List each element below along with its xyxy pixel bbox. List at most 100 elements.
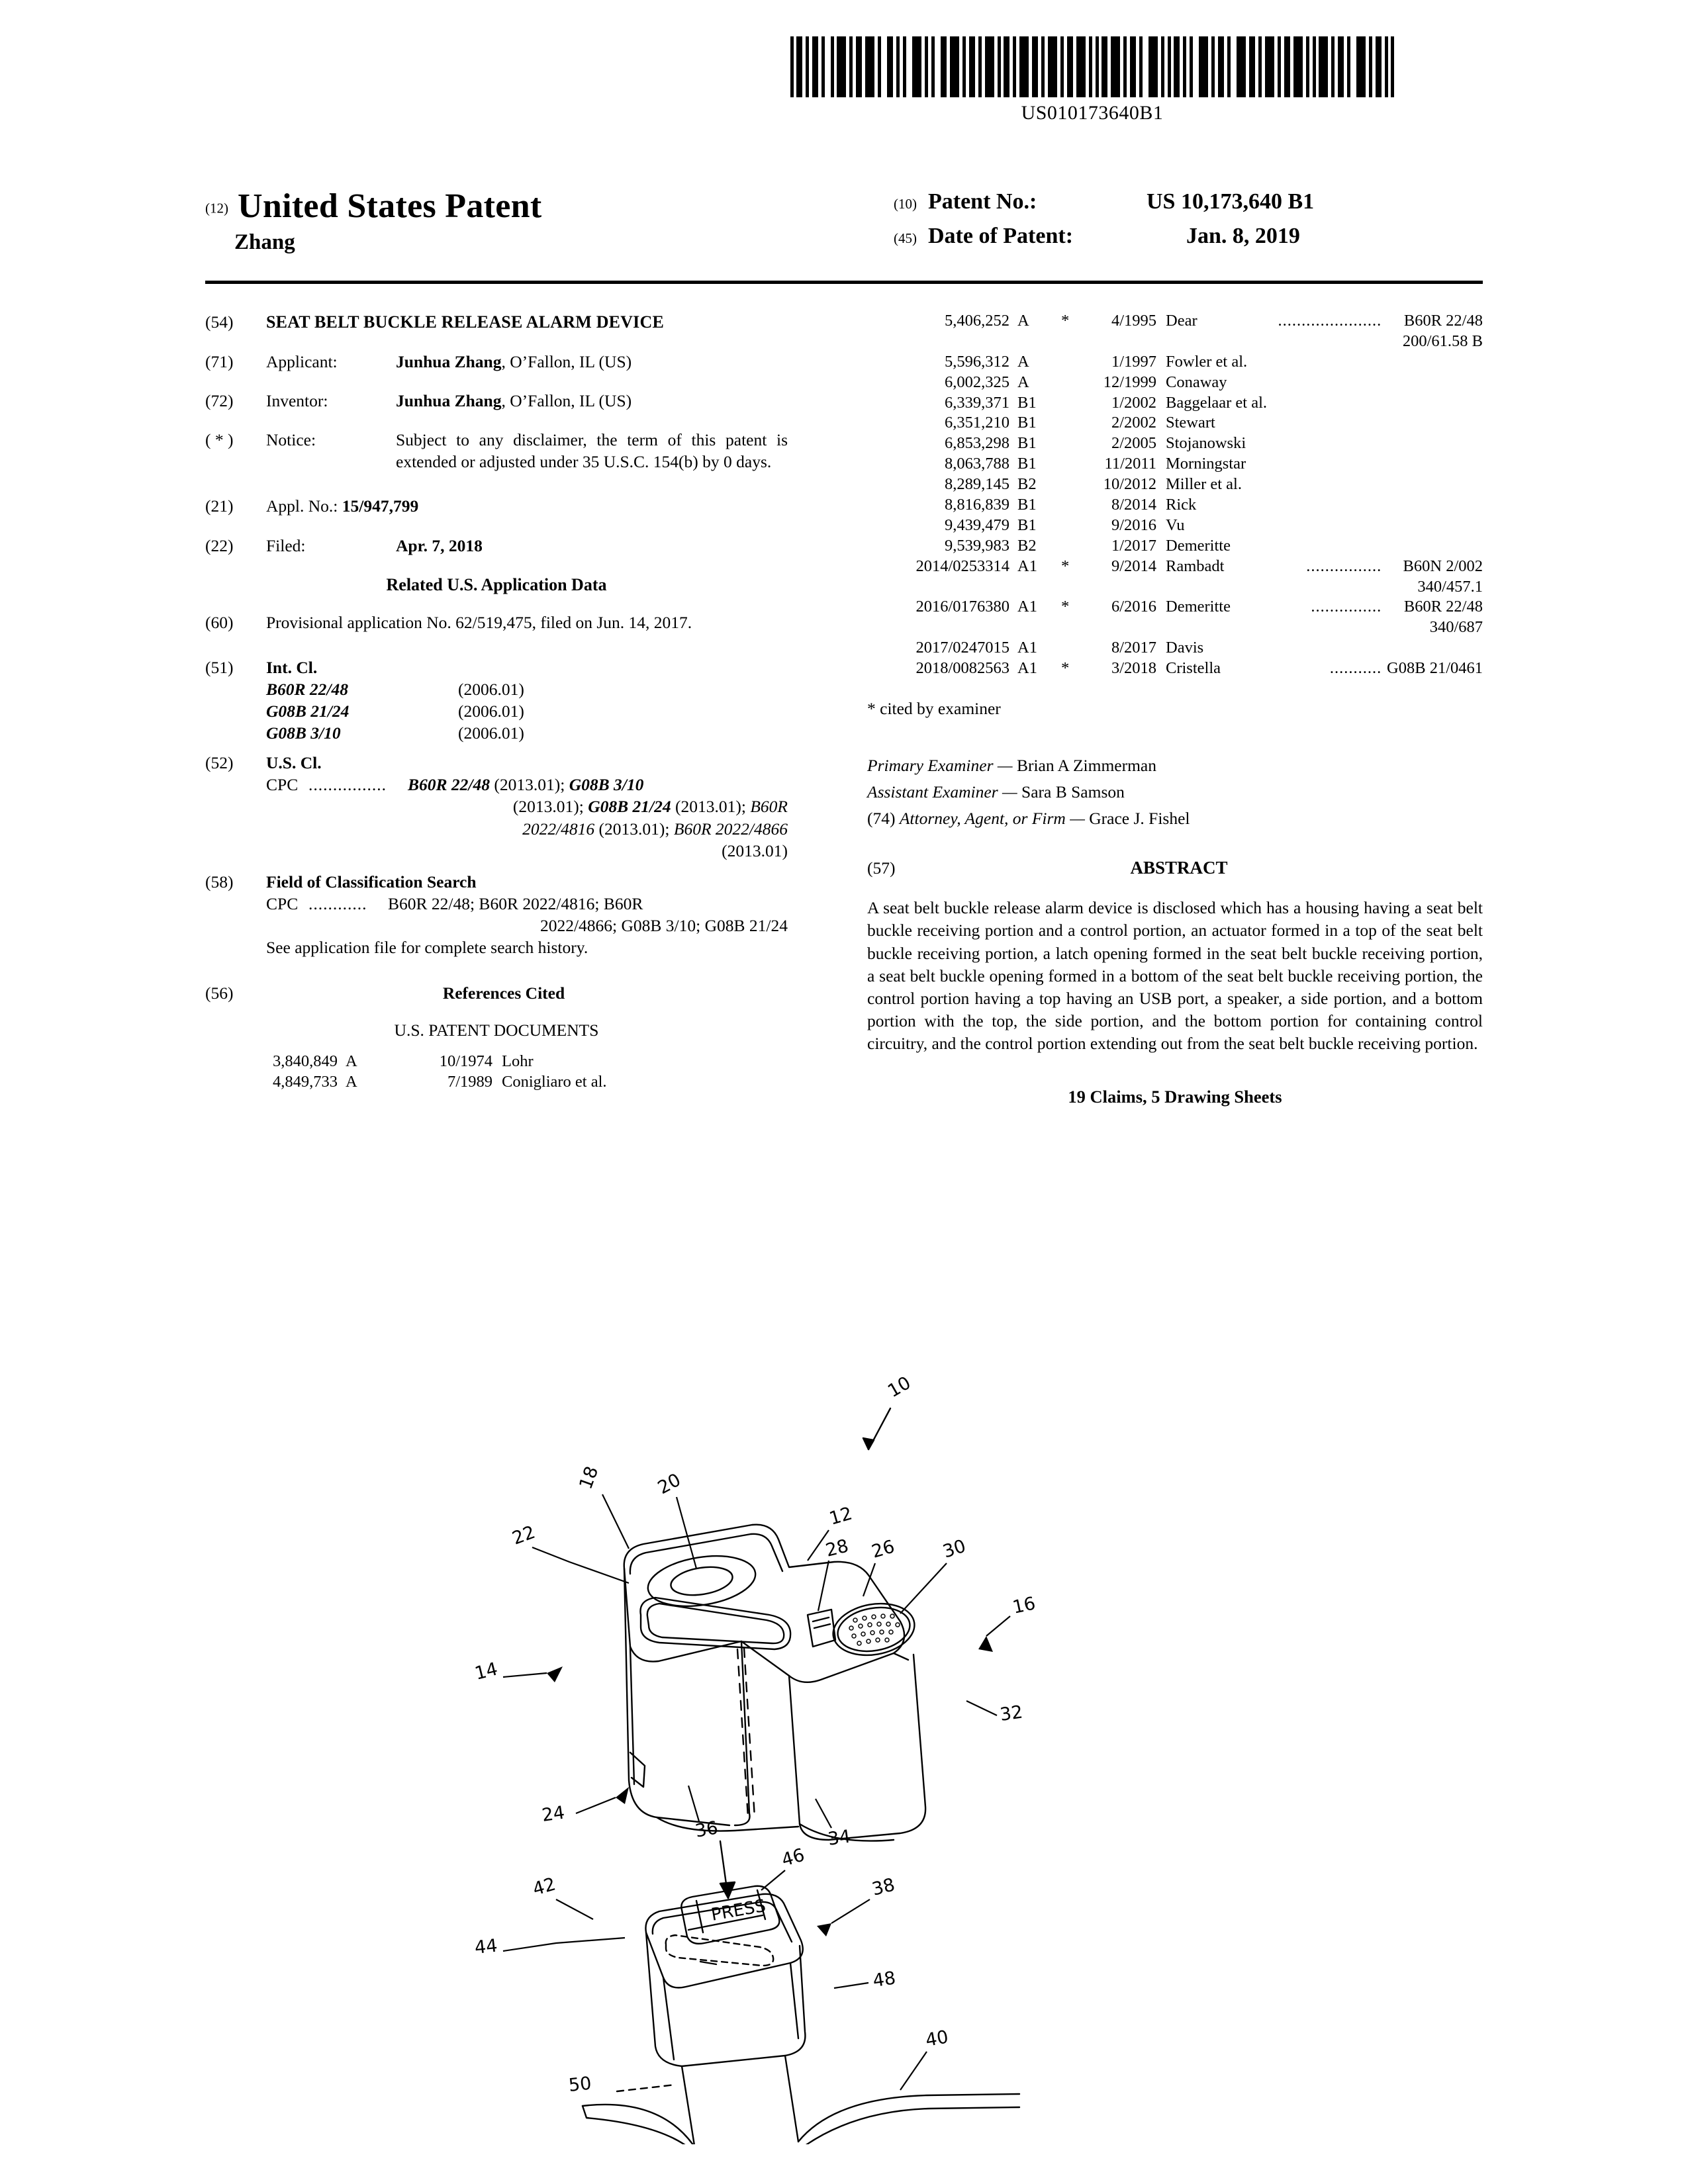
ref-dots — [1272, 433, 1382, 454]
primary-examiner-label: Primary Examiner — — [867, 756, 1017, 776]
claims-sheets-line: 19 Claims, 5 Drawing Sheets — [1068, 1087, 1282, 1107]
ref-patent-number: 2016/0176380 — [915, 598, 1009, 616]
inventor-name: Junhua Zhang — [396, 390, 502, 410]
appl-no-label: Appl. No.: — [266, 496, 338, 516]
ref-kind-code: B2 — [1017, 536, 1037, 555]
ref-name: Morningstar — [1166, 455, 1246, 473]
us-cl-cpc-5: B60R 2022/4866 — [673, 819, 788, 839]
references-cited-code: (56) — [205, 983, 234, 1003]
barcode-number: US010173640B1 — [1021, 102, 1164, 124]
ref-date: 2/2002 — [1111, 414, 1156, 432]
inventor-location: , O’Fallon, IL (US) — [501, 390, 632, 410]
ref-kind-code: A — [1017, 312, 1029, 330]
ref-classification — [1382, 433, 1483, 454]
provisional-text: Provisional application No. 62/519,475, … — [266, 613, 692, 633]
assistant-examiner-name: Sara B Samson — [1021, 782, 1125, 801]
notice-label: Notice: — [266, 430, 316, 450]
ref-patent-number: 8,289,145 — [945, 475, 1009, 494]
us-cl-cpc-1-date: (2013.01); — [489, 775, 569, 795]
attorney-code: (74) — [867, 808, 896, 828]
int-cl-code-2: G08B 3/10 — [266, 723, 341, 743]
ref-dots — [1272, 373, 1382, 393]
barcode-block: US010173640B1 — [761, 36, 1423, 124]
ref-dots: ........... — [1329, 659, 1382, 678]
ref-date: 4/1995 — [1111, 312, 1156, 330]
ref-classification — [1382, 638, 1483, 659]
ref-name: Miller et al. — [1166, 475, 1242, 494]
ref-date: 11/2011 — [1104, 455, 1157, 473]
ref-dots: ................ — [1306, 557, 1382, 575]
ref-date: 7/1989 — [447, 1072, 492, 1091]
ref-star: * — [1061, 659, 1070, 678]
us-cl-block: (52) U.S. Cl. CPC ................ B60R … — [205, 752, 788, 862]
ref-patent-number: 6,351,210 — [945, 414, 1009, 432]
int-cl-row: G08B 3/10 (2006.01) — [266, 722, 788, 744]
int-cl-label: Int. Cl. — [266, 657, 318, 677]
ref-numeral-32: 32 — [999, 1702, 1024, 1725]
references-cited-block: (56) References Cited — [205, 982, 788, 1004]
us-cl-line-2: (2013.01); G08B 21/24 (2013.01); B60R — [266, 796, 788, 817]
ref-classification: B60N 2/002 — [1403, 557, 1483, 575]
ref-dots: ...................... — [1278, 312, 1382, 330]
filed-code: (22) — [205, 535, 234, 555]
int-cl-row: G08B 21/24 (2006.01) — [266, 700, 788, 722]
int-cl-code-1: G08B 21/24 — [266, 701, 350, 721]
ref-patent-number: 4,849,733 — [273, 1072, 338, 1091]
us-cl-line-4: (2013.01) — [722, 841, 788, 860]
us-cl-cpc-4-date: (2013.01); — [594, 819, 674, 839]
patent-number-code: (10) — [894, 196, 917, 212]
patent-date-row: (45) Date of Patent: Jan. 8, 2019 — [894, 224, 1483, 249]
int-cl-code: (51) — [205, 657, 234, 677]
table-row: 3,840,849 A 10/1974 Lohr — [205, 1052, 788, 1072]
field-of-search-note: See application file for complete search… — [266, 938, 588, 958]
ref-name: Dear — [1166, 312, 1197, 330]
us-cl-cpc-2-date: (2013.01); — [512, 797, 588, 817]
ref-date: 6/2016 — [1111, 598, 1156, 616]
us-cl-line-3: 2022/4816 (2013.01); B60R 2022/4866 — [266, 818, 788, 840]
ref-patent-number: 8,063,788 — [945, 455, 1009, 473]
ref-dots — [1272, 352, 1382, 373]
cited-by-examiner-note: * cited by examiner — [867, 699, 1001, 719]
title-block: (54) SEAT BELT BUCKLE RELEASE ALARM DEVI… — [205, 311, 788, 334]
field-of-search-cpc-line: CPC ............ B60R 22/48; B60R 2022/4… — [266, 893, 788, 915]
int-cl-block: (51) Int. Cl. B60R 22/48 (2006.01) G08B … — [205, 657, 788, 745]
ref-dots — [1272, 495, 1382, 516]
primary-examiner-row: Primary Examiner — Brian A Zimmerman — [867, 754, 1483, 778]
ref-dots — [1272, 536, 1382, 557]
abstract-code: (57) — [867, 858, 896, 878]
ref-patent-number: 6,339,371 — [945, 393, 1009, 412]
ref-classification: B60R 22/48 — [1403, 312, 1483, 330]
ref-patent-number: 6,853,298 — [945, 434, 1009, 453]
ref-star — [1061, 536, 1078, 557]
ref-star — [1061, 373, 1078, 393]
us-cl-cpc-1: B60R 22/48 — [408, 775, 490, 795]
abstract-text: A seat belt buckle release alarm device … — [867, 898, 1483, 1054]
ref-kind-code: A — [346, 1052, 357, 1070]
ref-date: 10/1974 — [439, 1052, 492, 1070]
ref-numeral-38: 38 — [870, 1874, 897, 1899]
table-row-subclass: 340/687 — [867, 617, 1483, 638]
page-title: United States Patent — [238, 187, 542, 225]
ref-classification — [1382, 475, 1483, 495]
patent-title-group: (12)United States Patent — [205, 187, 542, 226]
ref-name: Rick — [1166, 496, 1197, 514]
filed-label: Filed: — [266, 535, 306, 555]
ref-kind-code: B1 — [1017, 496, 1037, 514]
table-row-subclass: 340/457.1 — [867, 577, 1483, 598]
ref-kind-code: A1 — [1017, 557, 1037, 575]
ref-patent-number: 3,840,849 — [273, 1052, 338, 1070]
ref-numeral-50: 50 — [567, 2073, 592, 2096]
ref-date: 8/2014 — [1111, 496, 1156, 514]
ref-patent-number: 2017/0247015 — [915, 639, 1009, 657]
ref-kind-code: B1 — [1017, 393, 1037, 412]
